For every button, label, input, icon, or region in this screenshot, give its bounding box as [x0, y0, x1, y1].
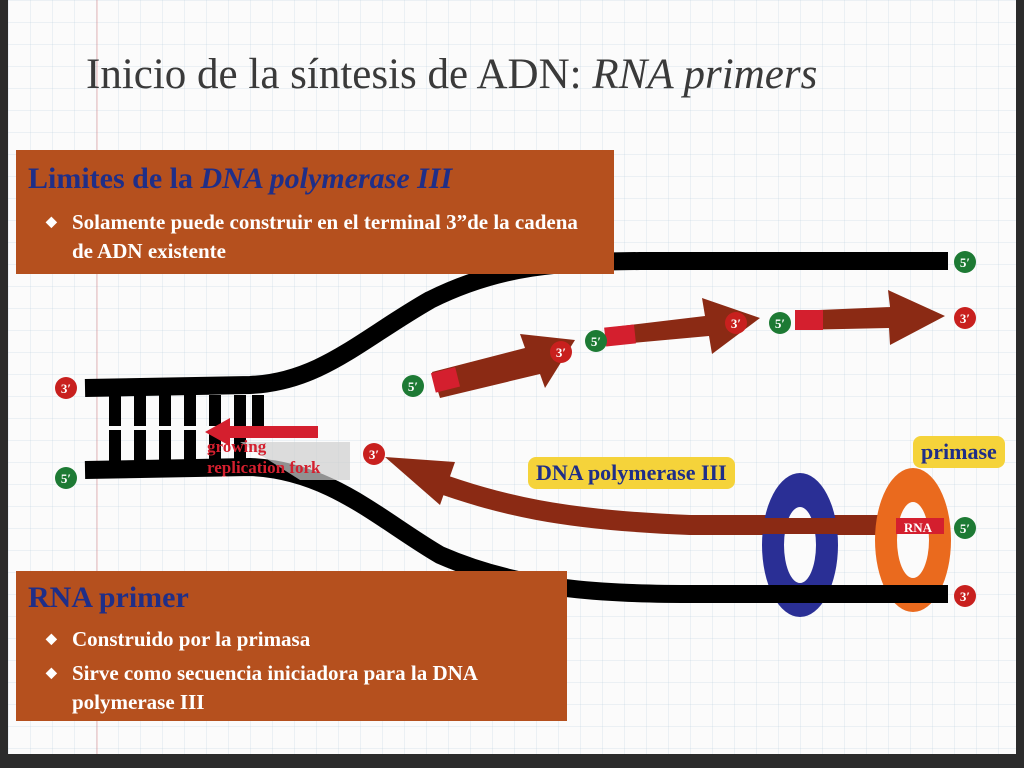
rna-primer-bullet-text-1: Construido por la primasa [72, 627, 311, 651]
end-3-left-top: 3′ [55, 377, 77, 399]
end-5-left-bottom: 5′ [55, 467, 77, 489]
limits-bullet-text: Solamente puede construir en el terminal… [72, 210, 578, 263]
limits-header: Limites de la DNA polymerase III [28, 162, 452, 196]
dna-polymerase-iii-ring [760, 473, 840, 617]
okazaki-fragment-3 [795, 290, 945, 345]
diamond-bullet-icon: ◆ [46, 666, 57, 681]
svg-text:3′: 3′ [731, 316, 741, 331]
end-3-fragment2: 3′ [725, 312, 747, 334]
svg-text:3′: 3′ [556, 345, 566, 360]
svg-text:5′: 5′ [960, 255, 970, 270]
rna-primer-bullet-1: ◆ Construido por la primasa [46, 625, 552, 654]
svg-text:5′: 5′ [61, 471, 71, 486]
diamond-bullet-icon: ◆ [46, 632, 57, 647]
end-3-right-bottom: 3′ [954, 585, 976, 607]
primase-ring [875, 468, 951, 612]
rna-label: RNA [904, 520, 933, 535]
svg-text:3′: 3′ [61, 381, 71, 396]
limits-header-prefix: Limites de la [28, 162, 201, 195]
limits-box: Limites de la DNA polymerase III ◆ Solam… [16, 150, 614, 274]
limits-bullet-1: ◆ Solamente puede construir en el termin… [46, 208, 592, 266]
end-5-right-top: 5′ [954, 251, 976, 273]
rna-primer-header: RNA primer [28, 581, 189, 614]
fork-label-line1: growing [207, 437, 267, 456]
end-5-fragment2: 5′ [585, 330, 607, 352]
rna-primer-bullet-2: ◆ Sirve como secuencia iniciadora para l… [46, 659, 552, 717]
limits-header-italic: DNA polymerase III [200, 162, 453, 195]
svg-text:3′: 3′ [960, 589, 970, 604]
rna-primer-box: RNA primer ◆ Construido por la primasa ◆… [16, 571, 567, 721]
fork-arrow-shadow [240, 442, 350, 480]
svg-text:5′: 5′ [408, 379, 418, 394]
end-3-leading-tip: 3′ [363, 443, 385, 465]
okazaki-fragment-2 [604, 298, 760, 354]
end-5-fragment1: 5′ [402, 375, 424, 397]
end-5-right-leading: 5′ [954, 517, 976, 539]
margin-line [96, 0, 98, 754]
slide-title: Inicio de la síntesis de ADN: RNA primer… [86, 50, 817, 99]
end-labels: 3′ 5′ 5′ 3′ 5′ 3′ 5′ 3′ 5′ 3′ 5′ 3′ [55, 251, 976, 607]
okazaki-fragment-1 [430, 334, 575, 398]
fork-label-line2: replication fork [207, 458, 321, 477]
title-main: Inicio de la síntesis de ADN: [86, 51, 593, 98]
svg-text:5′: 5′ [591, 334, 601, 349]
end-5-fragment3: 5′ [769, 312, 791, 334]
svg-text:5′: 5′ [960, 521, 970, 536]
rna-primer-bullet-text-2: Sirve como secuencia iniciadora para la … [72, 661, 477, 714]
title-italic: RNA primers [592, 51, 818, 98]
svg-text:3′: 3′ [369, 447, 379, 462]
end-3-right-okazaki: 3′ [954, 307, 976, 329]
fork-direction-arrow [205, 418, 318, 446]
svg-text:5′: 5′ [775, 316, 785, 331]
diamond-bullet-icon: ◆ [46, 215, 57, 230]
end-3-fragment1: 3′ [550, 341, 572, 363]
svg-text:3′: 3′ [960, 311, 970, 326]
primase-label: primase [913, 436, 1005, 468]
polymerase-label: DNA polymerase III [528, 457, 735, 489]
